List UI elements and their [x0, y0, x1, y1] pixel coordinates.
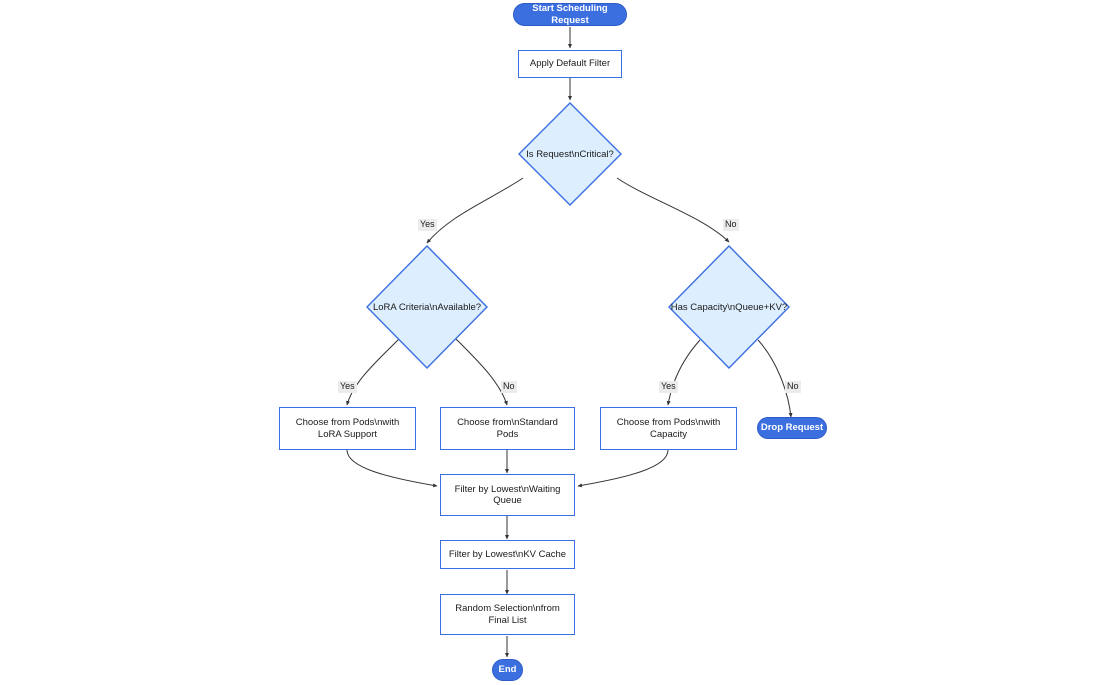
node-choose-standard-pods-line1: Choose from\nStandard — [457, 417, 558, 429]
node-filter-waiting-queue-line1: Filter by Lowest\nWaiting — [454, 483, 561, 495]
node-choose-capacity-pods[interactable]: Choose from Pods\nwith Capacity — [600, 407, 737, 450]
node-choose-lora-pods[interactable]: Choose from Pods\nwith LoRA Support — [279, 407, 416, 450]
edge-label-lora-yes-text: Yes — [340, 381, 355, 391]
node-choose-capacity-pods-line1: Choose from Pods\nwith — [616, 417, 721, 429]
edge-label-lora-no: No — [501, 381, 517, 393]
edge-lora-no-to-choose-standard — [454, 337, 508, 406]
node-choose-standard-pods[interactable]: Choose from\nStandard Pods — [440, 407, 575, 450]
node-random-selection[interactable]: Random Selection\nfrom Final List — [440, 594, 575, 635]
node-is-request-critical[interactable]: Is Request\nCritical? — [518, 102, 622, 206]
node-random-selection-line2: Final List — [488, 614, 527, 626]
node-filter-waiting-queue-line2: Queue — [493, 495, 522, 506]
edge-critical-no-to-capacity — [616, 177, 730, 243]
edge-label-lora-yes: Yes — [338, 381, 357, 393]
node-filter-waiting-queue[interactable]: Filter by Lowest\nWaiting Queue — [440, 474, 575, 516]
edge-label-critical-no: No — [723, 219, 739, 231]
edge-choose-lora-to-filter-queue — [346, 449, 438, 488]
node-end-label: End — [498, 664, 517, 676]
node-filter-kv-cache-label: Filter by Lowest\nKV Cache — [448, 548, 567, 560]
edge-lora-yes-to-choose-lora — [346, 337, 401, 406]
node-drop-request-label: Drop Request — [760, 422, 824, 434]
node-random-selection-line1: Random Selection\nfrom — [455, 603, 560, 615]
diamond-shape-critical — [518, 102, 622, 206]
edge-label-capacity-yes-text: Yes — [661, 381, 676, 391]
node-start[interactable]: Start Scheduling Request — [513, 3, 627, 26]
edge-label-critical-yes: Yes — [418, 219, 437, 231]
edge-capacity-no-to-drop — [757, 339, 793, 418]
edge-label-capacity-yes: Yes — [659, 381, 678, 393]
node-choose-lora-pods-line2: LoRA Support — [317, 428, 378, 440]
node-end[interactable]: End — [492, 659, 523, 681]
node-apply-default-filter-label: Apply Default Filter — [529, 58, 611, 70]
node-choose-lora-pods-line1: Choose from Pods\nwith — [295, 417, 400, 429]
edge-label-critical-no-text: No — [725, 219, 737, 229]
edge-label-capacity-no: No — [785, 381, 801, 393]
edge-critical-yes-to-lora — [426, 177, 524, 244]
diamond-shape-capacity — [668, 245, 790, 369]
node-filter-kv-cache[interactable]: Filter by Lowest\nKV Cache — [440, 540, 575, 569]
edge-capacity-yes-to-choose-capacity — [666, 339, 701, 406]
node-choose-capacity-pods-line2: Capacity — [650, 428, 687, 440]
node-has-capacity[interactable]: Has Capacity\nQueue+KV? — [668, 245, 790, 369]
node-start-label: Start Scheduling Request — [532, 3, 608, 26]
node-choose-standard-pods-line2: Pods — [496, 428, 519, 440]
node-drop-request[interactable]: Drop Request — [757, 417, 827, 439]
edge-choose-capacity-to-filter-queue — [577, 449, 669, 488]
node-lora-criteria-available[interactable]: LoRA Criteria\nAvailable? — [366, 245, 488, 369]
edge-label-lora-no-text: No — [503, 381, 515, 391]
node-apply-default-filter[interactable]: Apply Default Filter — [518, 50, 622, 78]
diamond-shape-lora — [366, 245, 488, 369]
edge-label-critical-yes-text: Yes — [420, 219, 435, 229]
edge-label-capacity-no-text: No — [787, 381, 799, 391]
